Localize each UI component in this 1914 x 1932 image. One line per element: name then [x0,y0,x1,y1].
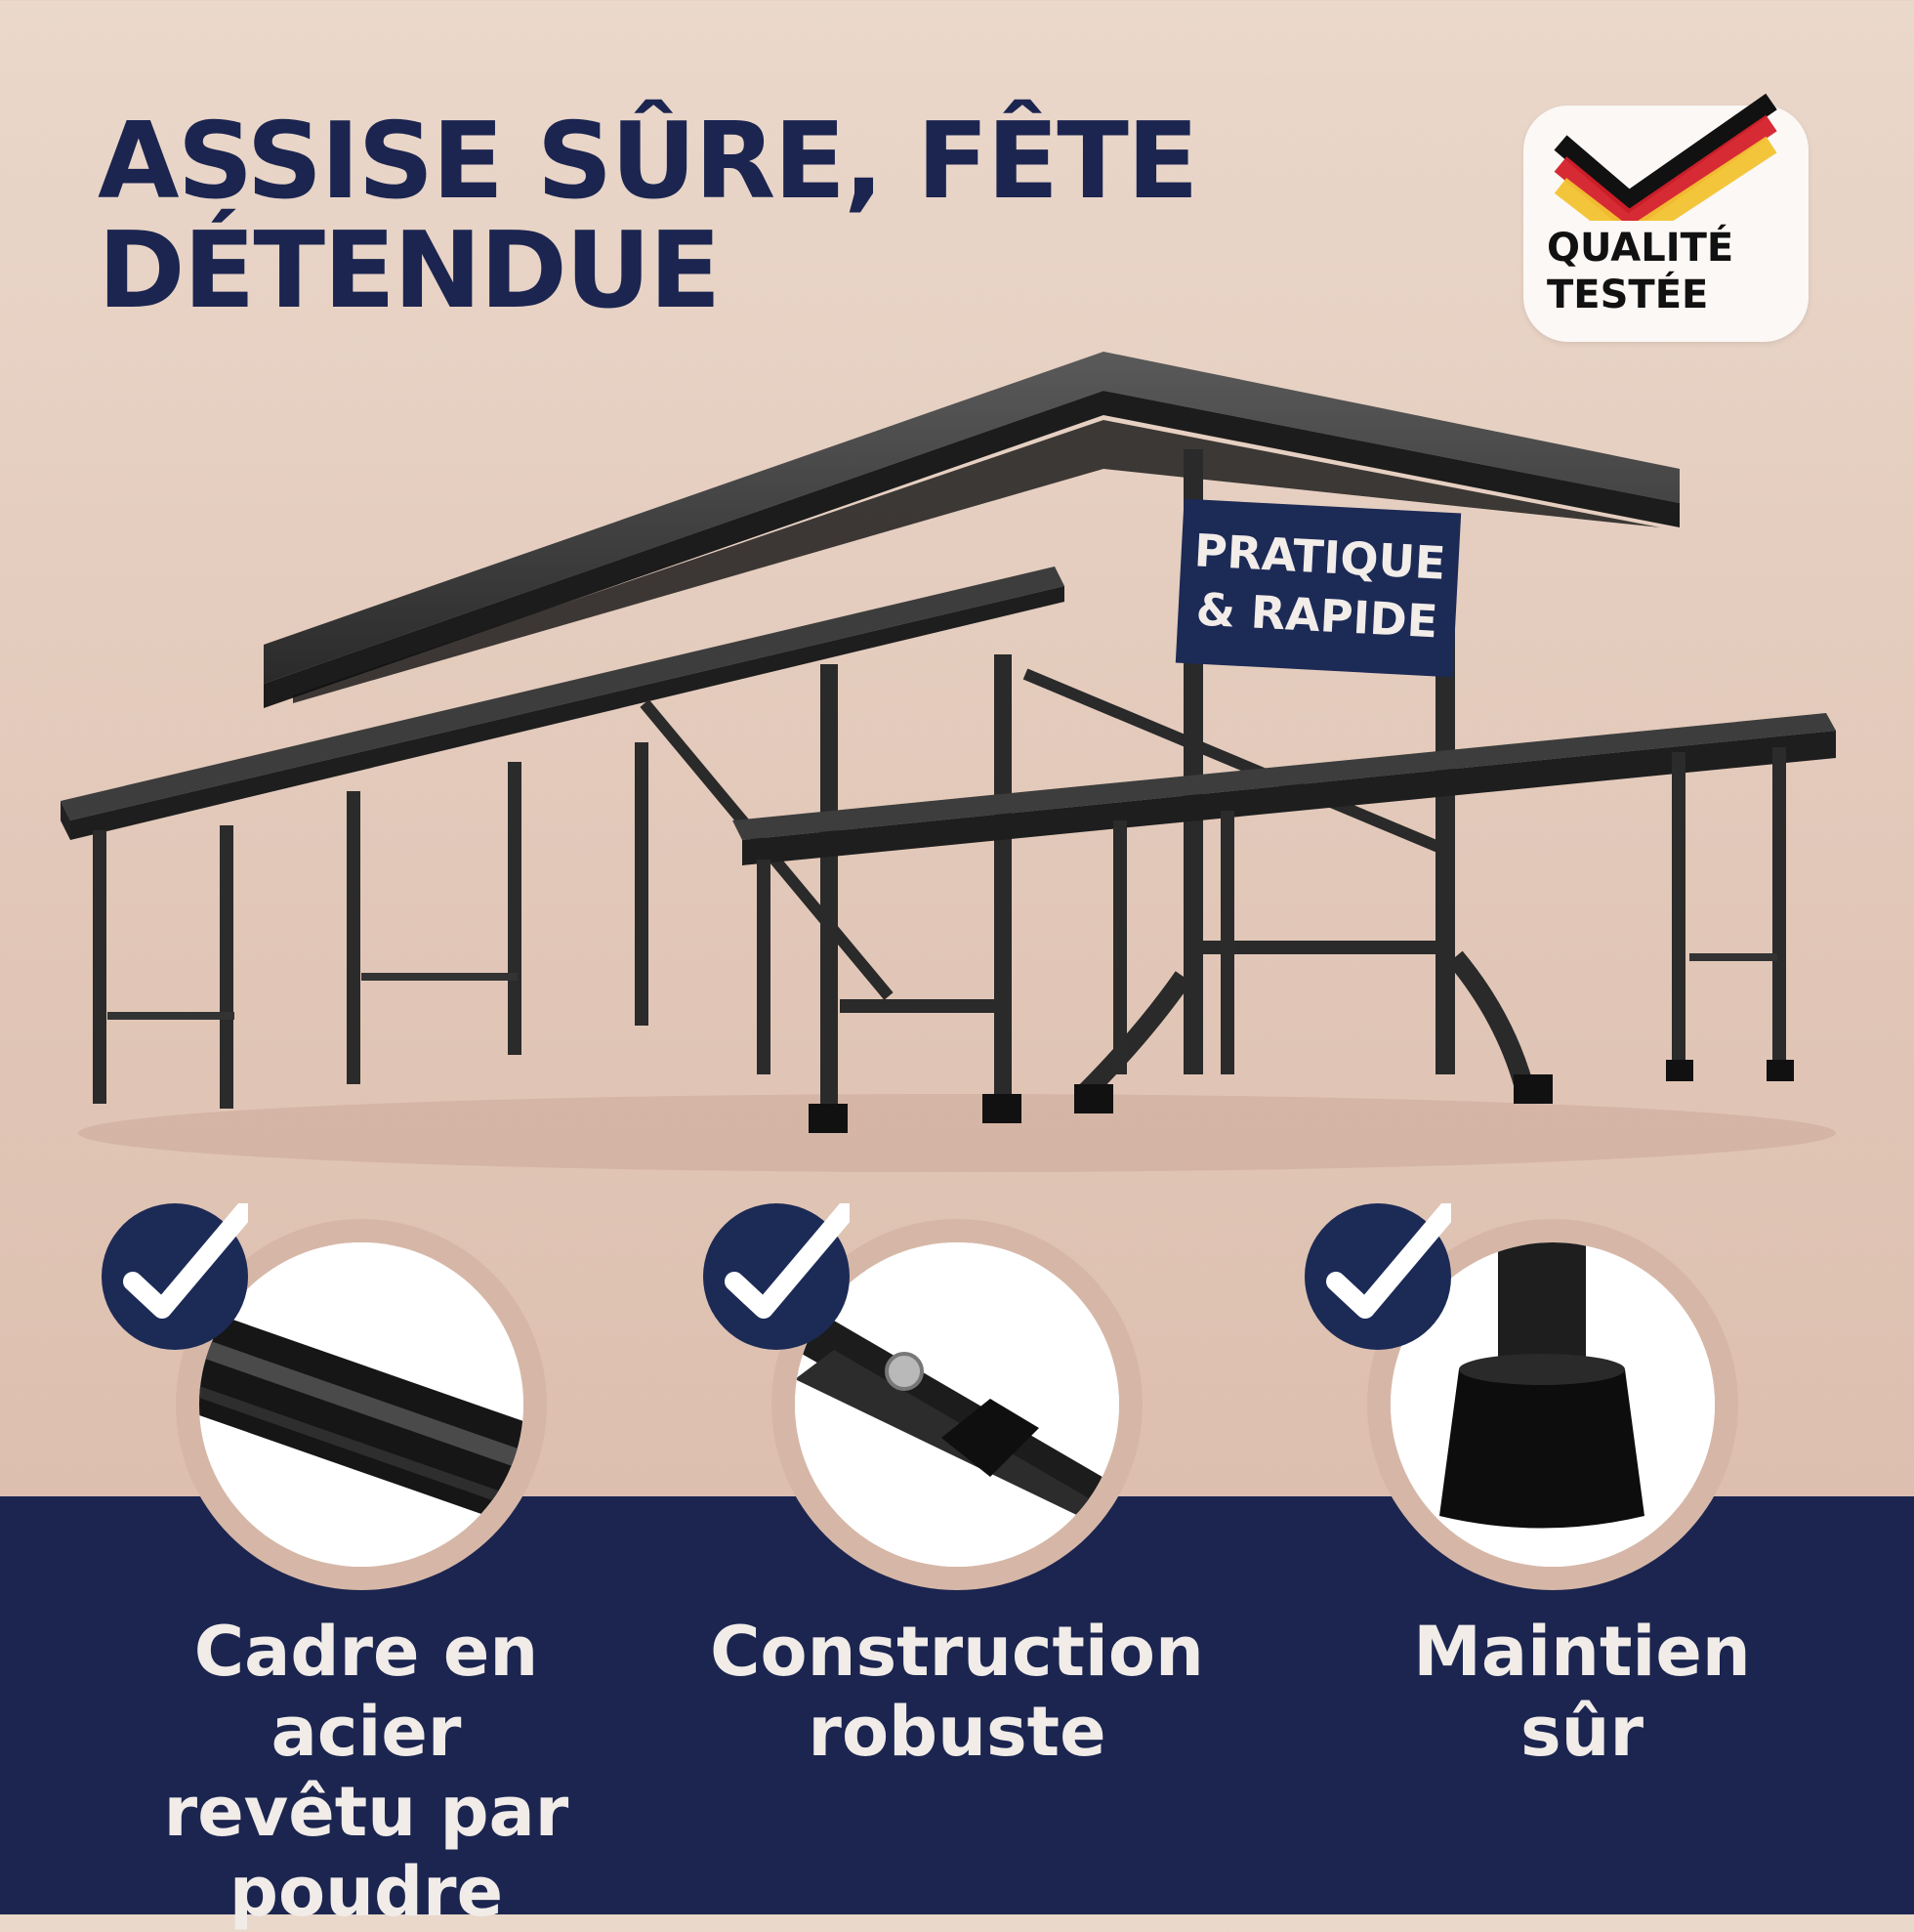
left-bench [61,567,1064,1109]
headline-line-2: DÉTENDUE [98,210,721,332]
feature-2-line-1: Construction [710,1612,1204,1692]
feature-3-line-2: sûr [1519,1692,1644,1772]
strap-joint-closeup [795,1242,1119,1567]
feature-2-check-icon [703,1203,850,1350]
feature-1-line-2: revêtu par [163,1772,569,1852]
pratique-rapide-tag: PRATIQUE & RAPIDE [1175,498,1462,678]
quality-badge: QUALITÉ TESTÉE [1523,93,1809,342]
feature-3-line-1: Maintien [1413,1612,1751,1692]
feature-1-line-1: Cadre en acier [193,1612,539,1772]
feature-2-line-2: robuste [808,1692,1106,1772]
badge-line-2: TESTÉE [1547,273,1709,317]
headline-line-1: ASSISE SÛRE, FÊTE [98,101,1199,223]
steel-frame-closeup [199,1242,523,1567]
feature-1-line-3: poudre [229,1852,504,1932]
feature-1-image-ring [176,1219,547,1590]
badge-line-1: QUALITÉ [1547,226,1734,271]
right-bench [732,713,1836,1081]
feature-1-image [199,1242,523,1567]
feature-3-check-icon [1305,1203,1451,1350]
feature-1-caption: Cadre en acier revêtu par poudre [93,1612,640,1932]
german-flag-check-icon [1554,93,1777,221]
badge-label: QUALITÉ TESTÉE [1547,225,1801,318]
feature-1-check-icon [102,1203,248,1350]
feature-2-caption: Construction robuste [684,1612,1230,1772]
product-image [61,352,1836,1172]
feature-2-image [795,1242,1119,1567]
feature-3-caption: Maintien sûr [1309,1612,1855,1772]
headline: ASSISE SÛRE, FÊTE DÉTENDUE [98,101,1199,332]
